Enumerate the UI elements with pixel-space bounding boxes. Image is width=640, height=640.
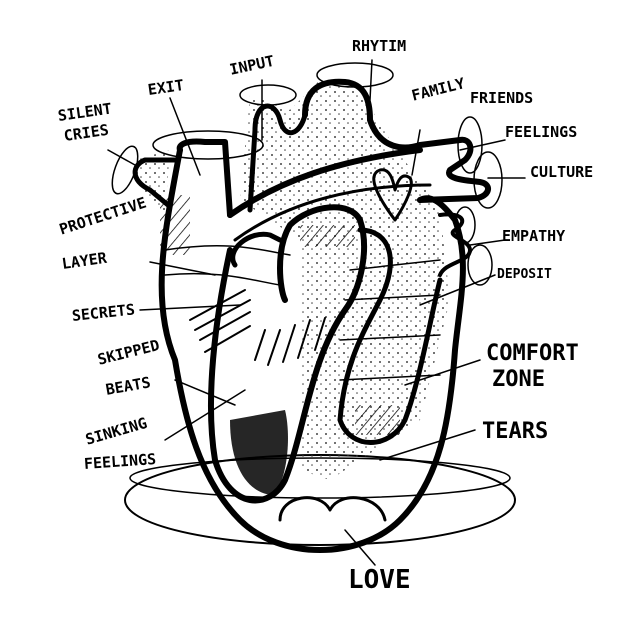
label-feelings: FEELINGS <box>505 123 578 141</box>
label-friends: FRIENDS <box>470 89 534 107</box>
label-rhythm: RHYTIM <box>352 37 407 55</box>
silent-cries-ring <box>111 145 139 195</box>
label-empathy: EMPATHY <box>502 227 566 245</box>
label-love: LOVE <box>348 565 411 595</box>
input-vessel <box>247 103 308 213</box>
label-comfort-line1: COMFORT <box>486 341 579 366</box>
septum <box>207 204 368 504</box>
love-bumps <box>278 496 387 522</box>
label-deposit: DEPOSIT <box>497 267 552 282</box>
exit-ring <box>152 130 264 160</box>
label-culture: CULTURE <box>530 163 594 181</box>
label-tears: TEARS <box>482 419 549 444</box>
label-comfort-line2: ZONE <box>492 367 545 392</box>
rhythm-vessel <box>302 78 491 203</box>
small-heart <box>372 168 413 222</box>
rhythm-ring <box>316 62 394 88</box>
leader-lines <box>107 59 526 566</box>
